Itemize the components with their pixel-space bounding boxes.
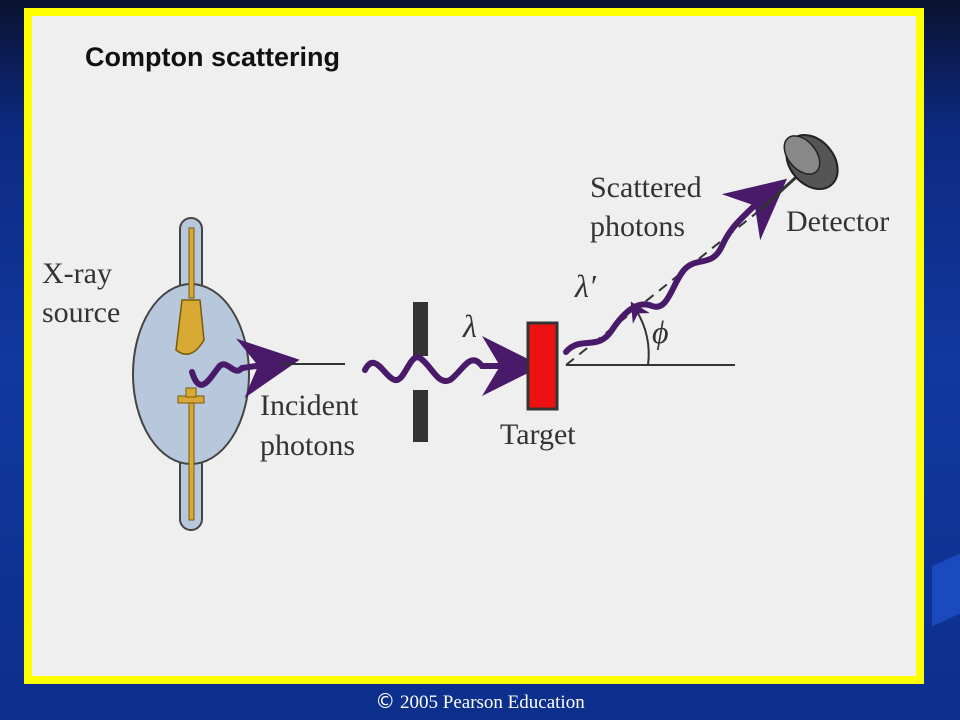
- incident-photon-wave: [362, 336, 542, 396]
- scattered-photon-wave: [563, 178, 788, 355]
- source-label-line1: X-ray: [42, 257, 112, 290]
- xray-tube: [132, 217, 250, 531]
- detector-icon: [758, 134, 839, 212]
- source-label-line2: source: [42, 296, 120, 329]
- emitted-photon-wave: [189, 338, 300, 398]
- incident-label-line2: photons: [260, 429, 355, 462]
- copyright-notice: © 2005 Pearson Education: [0, 689, 960, 714]
- anode-icon: [175, 299, 205, 355]
- copyright-symbol: ©: [375, 689, 396, 713]
- slit-upper: [413, 302, 428, 356]
- scattered-label-line1: Scattered: [590, 171, 702, 204]
- detector-label: Detector: [786, 205, 889, 238]
- scattered-wavelength-label: λ′: [574, 268, 597, 304]
- scattered-label-line2: photons: [590, 210, 685, 243]
- scattering-angle-label: ϕ: [652, 314, 669, 350]
- angle-arc: [630, 301, 650, 366]
- copyright-text: 2005 Pearson Education: [400, 692, 585, 713]
- incident-wavelength-label: λ: [462, 308, 477, 344]
- slit-lower: [413, 390, 428, 442]
- incident-label-line1: Incident: [260, 389, 359, 422]
- slide-title: Compton scattering: [85, 42, 341, 72]
- target-label: Target: [500, 418, 576, 451]
- target-block: [526, 321, 559, 411]
